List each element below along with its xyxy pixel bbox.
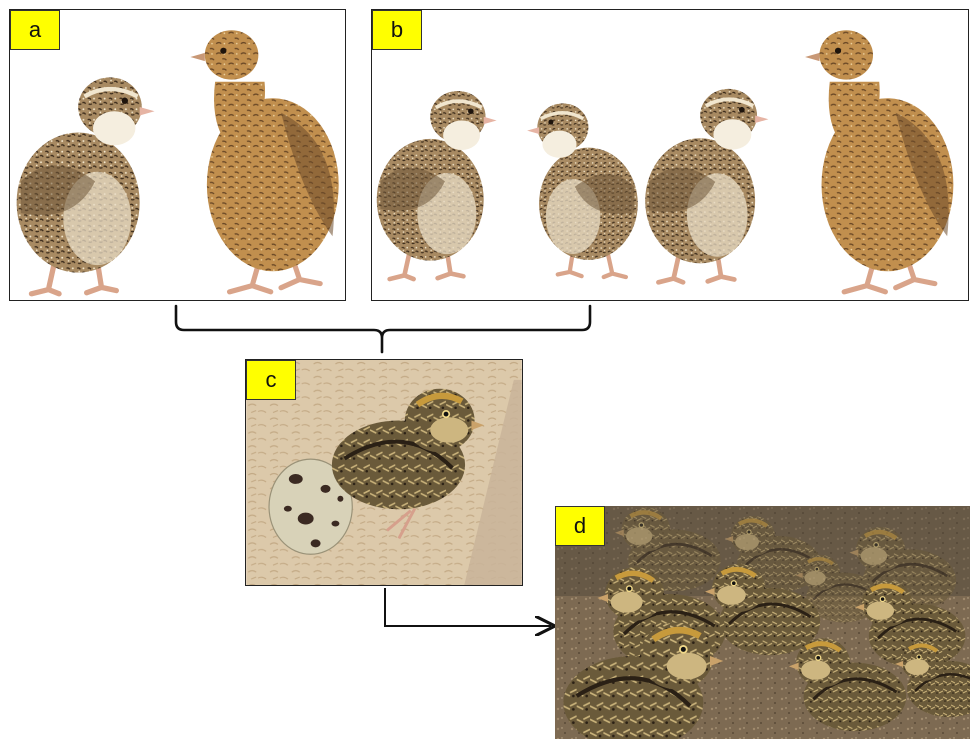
- quail-female-icon: [190, 30, 338, 292]
- nest-board: [464, 379, 522, 585]
- quail-female-icon: [805, 30, 953, 292]
- panel-a: a: [9, 9, 346, 301]
- panel-c-label: c: [246, 360, 296, 400]
- panel-b-photo: [372, 10, 968, 300]
- panel-d: d: [555, 506, 970, 739]
- quail-egg-icon: [268, 458, 353, 555]
- quail-male-icon: [527, 103, 638, 277]
- panel-a-label: a: [10, 10, 60, 50]
- panel-b-label: b: [372, 10, 422, 50]
- panel-b: b: [371, 9, 969, 301]
- quail-male-icon: [377, 91, 497, 279]
- panel-d-label: d: [555, 506, 605, 546]
- panel-c: c: [245, 359, 523, 586]
- bracket-connector: [174, 304, 592, 354]
- panel-a-photo: [10, 10, 345, 300]
- quail-male-icon: [17, 77, 155, 293]
- quail-male-icon: [645, 89, 768, 282]
- panel-d-photo: [555, 506, 970, 739]
- arrow-connector: [384, 588, 551, 626]
